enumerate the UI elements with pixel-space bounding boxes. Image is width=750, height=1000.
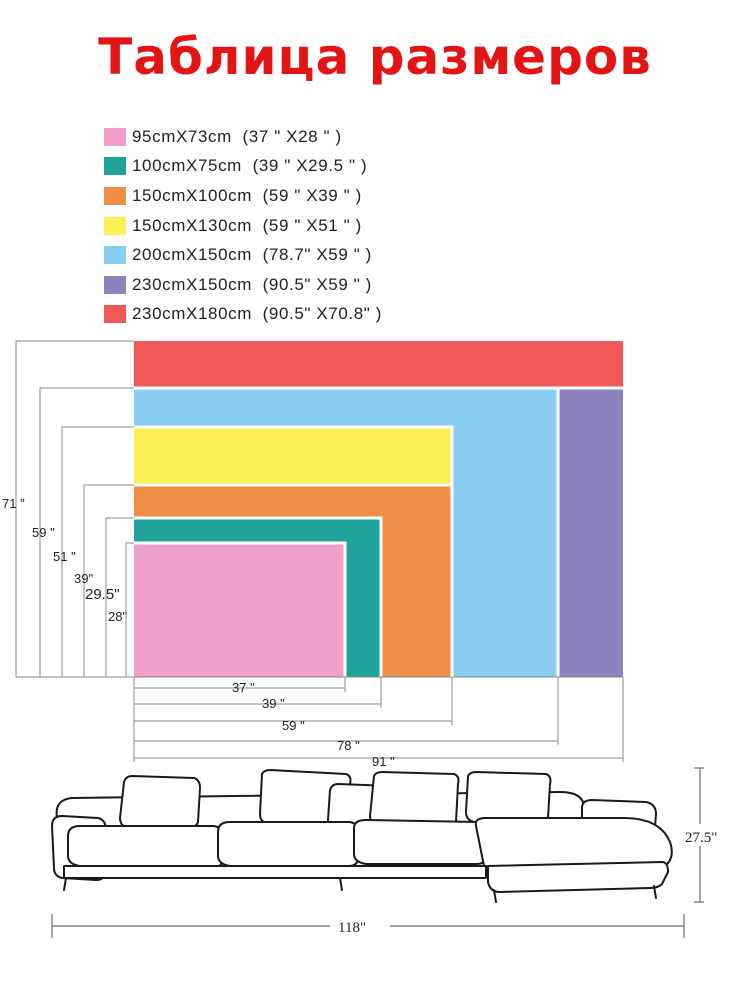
width-label-37: 37 " [232, 680, 255, 695]
legend-swatch [104, 216, 126, 235]
height-label-59: 59 " [32, 525, 55, 540]
legend-item: 230cmX180cm (90.5" X70.8" ) [104, 300, 382, 330]
height-label-39: 39" [74, 571, 93, 586]
width-label-91: 91 " [372, 754, 395, 769]
legend-swatch [104, 186, 126, 205]
legend-swatch [104, 246, 126, 265]
rect-separators [134, 386, 623, 677]
height-guides [15, 340, 623, 678]
sofa-height-label: 27.5" [685, 830, 717, 846]
width-label-59: 59 " [282, 718, 305, 733]
legend-item: 150cmX100cm (59 " X39 " ) [104, 181, 382, 211]
legend-swatch [104, 157, 126, 176]
size-legend: 95cmX73cm (37 " X28 " ) 100cmX75cm (39 "… [104, 122, 382, 329]
sofa-drawing [51, 769, 673, 903]
legend-swatch [104, 275, 126, 294]
legend-item: 150cmX130cm (59 " X51 " ) [104, 211, 382, 241]
legend-label: 230cmX150cm (90.5" X59 " ) [132, 274, 372, 294]
legend-label: 150cmX130cm (59 " X51 " ) [132, 215, 362, 235]
legend-label: 230cmX180cm (90.5" X70.8" ) [132, 304, 382, 324]
legend-swatch [104, 305, 126, 324]
sofa-height-label-bg [684, 824, 734, 846]
legend-item: 100cmX75cm (39 " X29.5 " ) [104, 152, 382, 182]
legend-label: 150cmX100cm (59 " X39 " ) [132, 185, 362, 205]
rect-95x73 [134, 543, 345, 677]
width-label-39: 39 " [262, 696, 285, 711]
height-label-71: 71 " [2, 496, 25, 511]
legend-label: 200cmX150cm (78.7" X59 " ) [132, 245, 372, 265]
legend-item: 230cmX150cm (90.5" X59 " ) [104, 270, 382, 300]
page-title: Таблица размеров [98, 28, 652, 86]
height-label-29-5: 29.5" [85, 586, 120, 603]
height-label-51: 51 " [53, 549, 76, 564]
sofa-width-label: 118" [338, 920, 366, 936]
legend-swatch [104, 127, 126, 146]
legend-label: 95cmX73cm (37 " X28 " ) [132, 126, 342, 146]
legend-item: 200cmX150cm (78.7" X59 " ) [104, 240, 382, 270]
sofa-width-label-bg [330, 914, 390, 938]
legend-item: 95cmX73cm (37 " X28 " ) [104, 122, 382, 152]
width-guides [133, 677, 624, 762]
width-label-78: 78 " [337, 738, 360, 753]
height-label-28: 28" [108, 609, 127, 624]
legend-label: 100cmX75cm (39 " X29.5 " ) [132, 156, 368, 176]
